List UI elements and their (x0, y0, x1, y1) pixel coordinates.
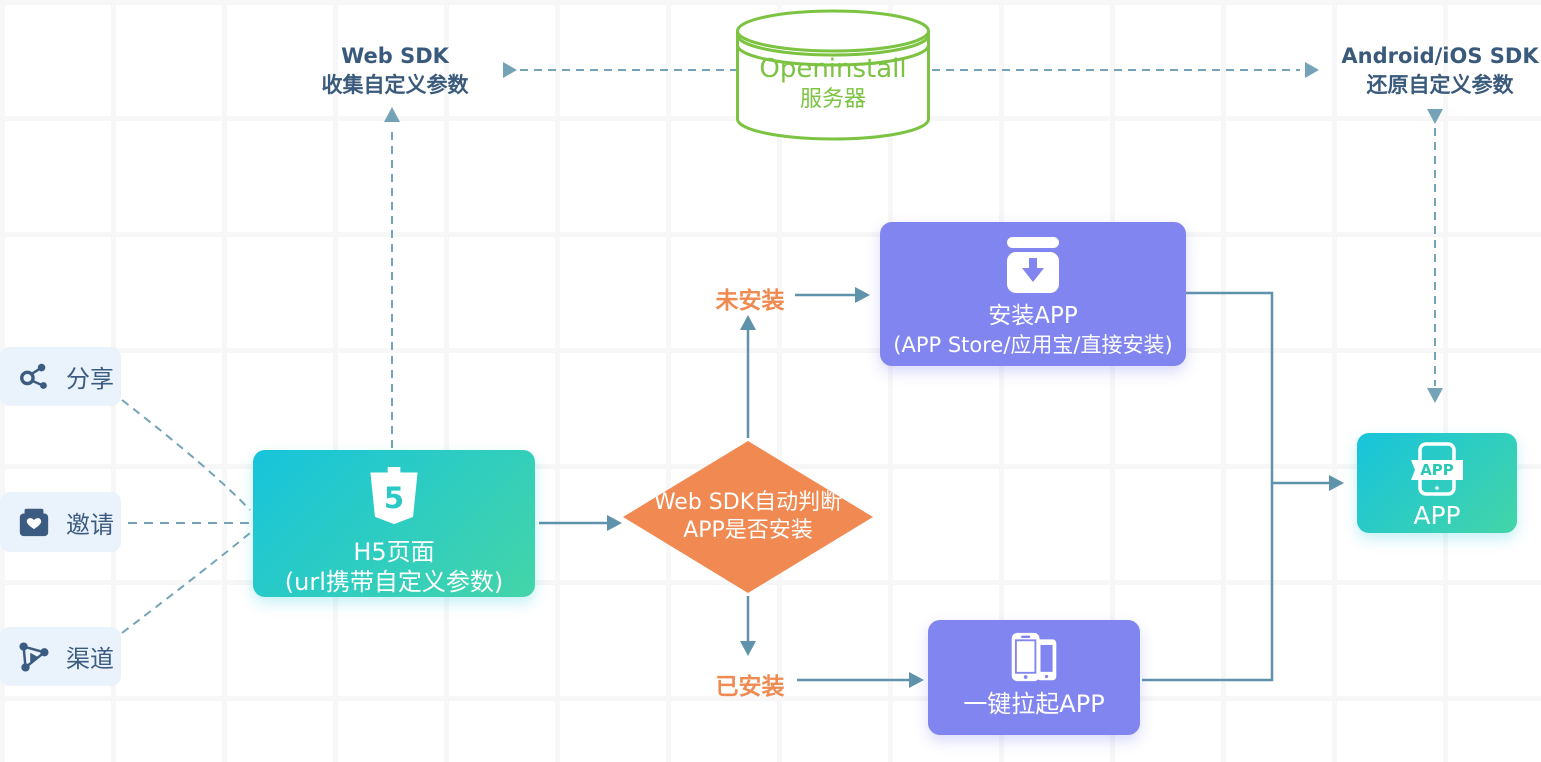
arrowhead-into-install (855, 287, 870, 303)
phones-icon (1011, 632, 1057, 682)
invite-icon (19, 508, 49, 537)
arrowhead-into-app (1329, 475, 1344, 491)
androidsdk-restore-label: Android/iOS SDK 还原自定义参数 (1325, 42, 1541, 100)
source-channel: 渠道 (0, 627, 121, 686)
arrowhead-right-to-server (503, 62, 517, 78)
install-download-icon (1007, 237, 1059, 293)
decision-line2: APP是否安装 (683, 518, 813, 543)
edge-install-launch-join (1142, 291, 1274, 682)
websdk-collect-line1: Web SDK (341, 44, 449, 68)
source-invite-label: 邀请 (66, 510, 114, 539)
androidsdk-restore-line2: 还原自定义参数 (1366, 73, 1514, 97)
arrowhead-up-websdk-label (384, 107, 400, 122)
install-node-line1: 安装APP (988, 303, 1078, 329)
openinstall-server-node: Openinstall 服务器 (735, 8, 931, 142)
html5-icon: 5 (370, 467, 418, 525)
launch-node-label: 一键拉起APP (963, 690, 1105, 718)
source-channel-label: 渠道 (66, 645, 114, 673)
install-app-node: 安装APP (APP Store/应用宝/直接安装) (880, 222, 1186, 366)
arrowhead-down-into-app (1427, 388, 1443, 403)
arrowhead-down-installed (740, 641, 756, 656)
html5-icon-digit: 5 (384, 481, 404, 515)
app-icon-banner-text: APP (1420, 461, 1454, 479)
database-icon (736, 9, 930, 141)
h5-node-line1: H5页面 (353, 538, 435, 566)
edge-label-installed: 已安装 (715, 674, 785, 700)
arrowhead-right-androidsdk-label (1305, 62, 1319, 78)
app-node-label: APP (1413, 501, 1461, 530)
h5-node-line2: (url携带自定义参数) (284, 568, 504, 596)
arrowhead-into-decision (607, 515, 622, 531)
androidsdk-restore-line1: Android/iOS SDK (1341, 44, 1539, 68)
source-share-label: 分享 (66, 365, 114, 393)
source-share: 分享 (0, 347, 121, 406)
arrowhead-down-androidsdk-start (1427, 109, 1443, 124)
h5-page-node: 5 H5页面 (url携带自定义参数) (253, 450, 535, 597)
websdk-collect-line2: 收集自定义参数 (321, 73, 469, 97)
edge-channel-to-h5 (121, 532, 251, 634)
websdk-collect-label: Web SDK 收集自定义参数 (280, 42, 510, 100)
edge-label-not-installed: 未安装 (715, 288, 785, 314)
arrowhead-up-not-installed (740, 315, 756, 330)
channel-icon (19, 641, 49, 672)
server-label: Openinstall 服务器 (735, 54, 931, 114)
server-label-line2: 服务器 (799, 87, 866, 112)
decision-line1: Web SDK自动判断 (653, 490, 843, 515)
app-node: APP APP (1357, 433, 1517, 533)
app-phone-icon: APP (1411, 442, 1463, 496)
arrowhead-into-launch (909, 672, 924, 688)
share-icon (20, 363, 47, 389)
edge-share-to-h5 (121, 399, 251, 511)
source-invite: 邀请 (0, 492, 121, 552)
launch-app-node: 一键拉起APP (928, 620, 1140, 735)
install-node-line2: (APP Store/应用宝/直接安装) (893, 333, 1173, 357)
server-label-line1: Openinstall (759, 54, 907, 84)
